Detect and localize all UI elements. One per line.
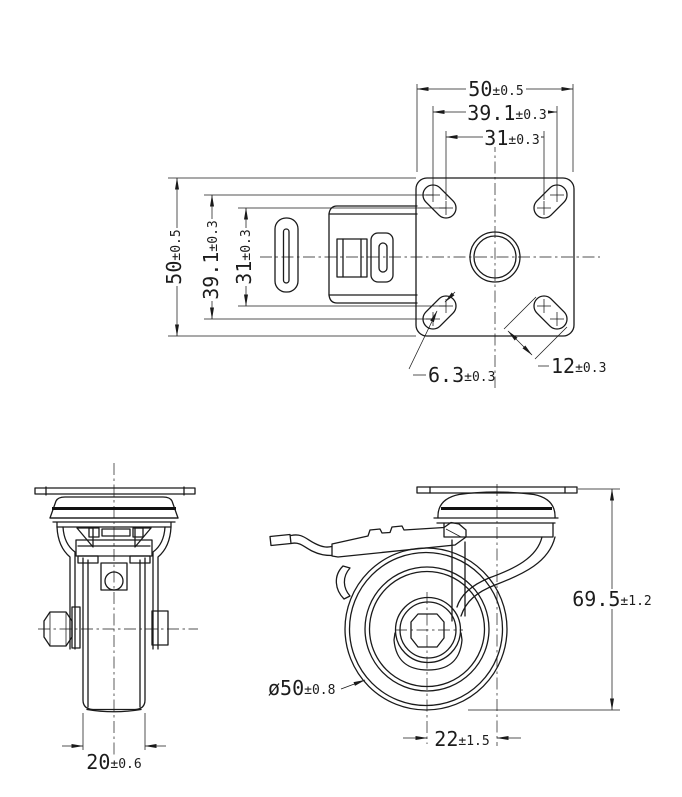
side-view: 69.5±1.2 22±1.5 ø50±0.8 <box>268 484 653 751</box>
brake-hook <box>335 565 351 600</box>
dim-slot-width-label: 6.3±0.3 <box>428 363 495 387</box>
brake-shoe <box>393 632 463 671</box>
dim-bolt-span-inner-v-label: 31±0.3 <box>232 229 256 284</box>
brake-pedal-side <box>269 521 467 600</box>
wheel-hub-outer <box>394 596 462 664</box>
front-plate <box>34 486 196 496</box>
front-axle-assembly <box>43 606 169 649</box>
brake-pedal-top <box>274 217 299 293</box>
dim-plate-width-label: 50±0.5 <box>468 77 523 101</box>
kingpin-hole-inner <box>473 235 517 279</box>
brake-latch-top <box>336 232 394 283</box>
top-view-extension-lines <box>168 84 574 337</box>
dim-wheel-width-label: 20±0.6 <box>86 750 141 774</box>
mounting-slot-top-right <box>533 184 568 219</box>
wheel-outer-circle <box>344 547 508 711</box>
top-view-dimensions: 50±0.5 39.1±0.3 31±0.3 50±0.5 39.1±0.3 3… <box>162 77 606 387</box>
top-view-centerlines <box>260 140 600 388</box>
brake-pedal-slot <box>282 228 290 284</box>
front-view-dimensions: 20±0.6 <box>62 713 166 774</box>
brake-housing-top <box>274 205 418 304</box>
top-view: 50±0.5 39.1±0.3 31±0.3 50±0.5 39.1±0.3 3… <box>162 77 606 388</box>
dim-slot-length-label: 12±0.3 <box>551 354 606 378</box>
dim-bolt-span-outer-h-label: 39.1±0.3 <box>467 101 546 125</box>
dim-plate-height-label: 50±0.5 <box>162 229 186 284</box>
dim-wheel-diameter-label: ø50±0.8 <box>268 676 335 700</box>
side-wheel <box>344 547 508 711</box>
front-view: 20±0.6 <box>34 463 198 774</box>
front-wheel <box>82 557 146 713</box>
dim-bolt-span-outer-v-label: 39.1±0.3 <box>199 220 223 299</box>
front-kingpin-hole <box>104 571 124 591</box>
kingpin-hole-outer <box>469 231 521 283</box>
side-plate <box>416 486 578 494</box>
axle-spacer <box>151 610 169 646</box>
front-swivel-dome <box>49 496 179 528</box>
wheel-hub-inner <box>399 601 457 659</box>
axle-washer <box>71 606 81 649</box>
dim-bolt-span-inner-h-label: 31±0.3 <box>484 126 539 150</box>
plate-outline <box>415 177 575 337</box>
side-view-dimensions: 69.5±1.2 22±1.5 ø50±0.8 <box>268 488 653 751</box>
mounting-slot-bottom-right <box>533 295 568 330</box>
dim-overall-height-label: 69.5±1.2 <box>572 587 651 611</box>
dim-swivel-offset-label: 22±1.5 <box>434 727 489 751</box>
axle-hex-nut-side <box>410 613 445 648</box>
front-kingpin-housing <box>75 539 153 557</box>
